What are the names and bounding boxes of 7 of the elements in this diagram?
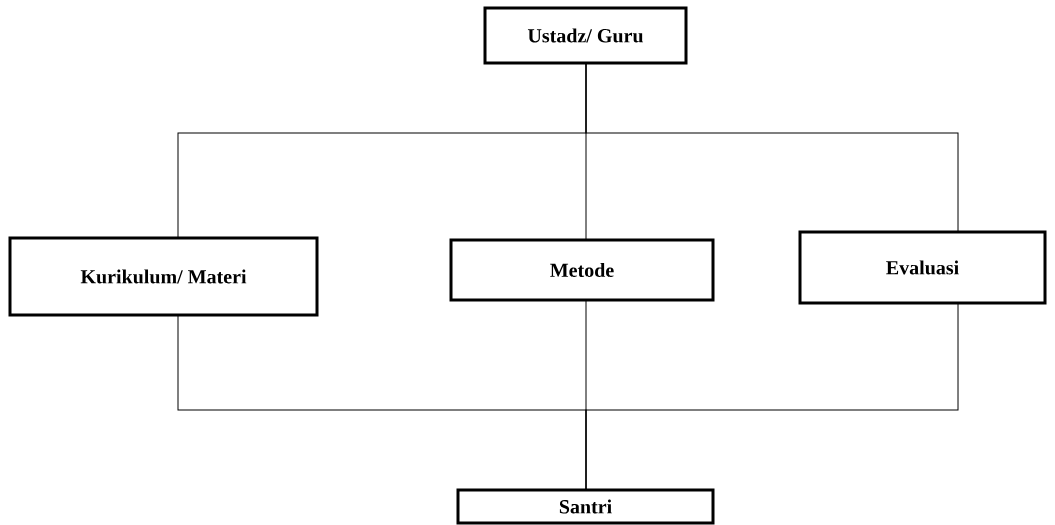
connector-line bbox=[585, 302, 959, 491]
process-box: Santri bbox=[456, 488, 715, 525]
process-box: Metode bbox=[449, 238, 715, 302]
process-box: Ustadz/ Guru bbox=[483, 6, 688, 65]
process-box: Evaluasi bbox=[798, 230, 1047, 305]
process-box: Kurikulum/ Materi bbox=[8, 236, 319, 317]
connector-line bbox=[585, 62, 959, 233]
